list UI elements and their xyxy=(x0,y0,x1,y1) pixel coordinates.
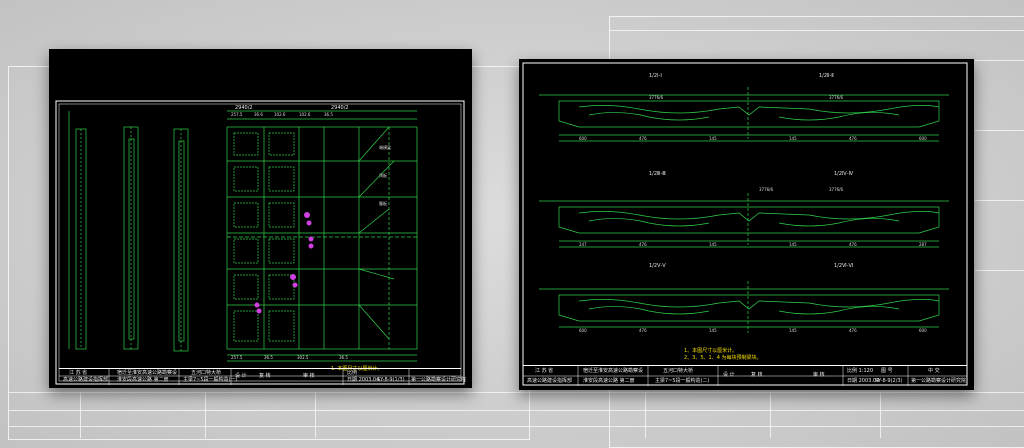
left-tb-scale: 比例 xyxy=(347,370,358,376)
svg-text:600: 600 xyxy=(579,136,587,141)
right-sheet-drawing: 600 476 145 145 476 600 247 476 145 145 476 287 60… xyxy=(522,62,968,386)
svg-text:476: 476 xyxy=(849,136,857,141)
top-dim-right: 2940/2 xyxy=(331,105,349,111)
left-tb-date: 日期 2003.04 xyxy=(347,377,380,383)
svg-text:145: 145 xyxy=(709,242,717,247)
svg-text:3776/6: 3776/6 xyxy=(649,95,664,100)
svg-text:36.5: 36.5 xyxy=(324,112,333,117)
left-tb-number: SY-8-9(1/3) xyxy=(377,377,405,383)
svg-text:36.5: 36.5 xyxy=(339,355,348,360)
section-title-3: 1/2Ⅲ-Ⅲ xyxy=(649,171,666,177)
section-title-6: 1/2Ⅵ-Ⅵ xyxy=(834,263,854,269)
svg-text:3776/6: 3776/6 xyxy=(829,187,844,192)
svg-text:腹板: 腹板 xyxy=(379,200,387,206)
drawing-sheet-left[interactable]: 257.5 36.6 102.6 102.6 36.5 257.5 36.5 302.5 36… xyxy=(49,49,472,388)
svg-text:476: 476 xyxy=(639,242,647,247)
svg-text:端横梁: 端横梁 xyxy=(379,144,391,150)
svg-text:257.5: 257.5 xyxy=(231,355,243,360)
left-note: 1. 本图尺寸以厘米计。 xyxy=(331,366,383,372)
right-tb-drawing: 主梁7~5段一般构造(二) xyxy=(655,378,710,384)
svg-text:476: 476 xyxy=(849,328,857,333)
left-sheet-drawing: 257.5 36.6 102.6 102.6 36.5 257.5 36.5 302.5 36… xyxy=(55,100,465,385)
svg-text:600: 600 xyxy=(919,328,927,333)
svg-text:145: 145 xyxy=(789,242,797,247)
svg-text:145: 145 xyxy=(709,136,717,141)
right-tb-designed: 设 计 xyxy=(723,372,735,378)
svg-text:476: 476 xyxy=(639,136,647,141)
section-title-1: 1/2Ⅰ-Ⅰ xyxy=(649,73,662,79)
right-tb-scale: 比例 1:120 xyxy=(847,368,873,374)
top-dim-left: 2940/2 xyxy=(235,105,253,111)
svg-text:476: 476 xyxy=(849,242,857,247)
svg-text:287: 287 xyxy=(919,242,927,247)
svg-text:145: 145 xyxy=(789,328,797,333)
section-title-4: 1/2Ⅳ-Ⅳ xyxy=(834,171,854,177)
right-tb-org-b: 高速公路建设指挥部 xyxy=(527,378,573,384)
right-tb-checked: 复 核 xyxy=(751,372,763,378)
svg-text:600: 600 xyxy=(579,328,587,333)
svg-text:顶板: 顶板 xyxy=(379,172,387,178)
right-tb-date: 日期 2003.04 xyxy=(847,378,880,384)
right-tb-institute-a: 中 交 xyxy=(928,368,940,374)
right-note-2: 2、3、5、1、4 为每块预制梁块。 xyxy=(684,355,762,361)
left-tb-institute: 第一公路勘察设计研究院 xyxy=(411,377,467,383)
section-title-5: 1/2Ⅴ-Ⅴ xyxy=(649,263,666,269)
svg-text:145: 145 xyxy=(709,328,717,333)
right-tb-number-label: 图 号 xyxy=(881,368,893,374)
svg-text:257.5: 257.5 xyxy=(231,112,243,117)
svg-text:36.6: 36.6 xyxy=(254,112,263,117)
left-tb-project-b: 淮安段高速公路 第二册 xyxy=(117,377,169,383)
right-tb-institute-b: 第一公路勘察设计研究院 xyxy=(911,378,967,384)
svg-text:102.6: 102.6 xyxy=(299,112,311,117)
left-tb-bridge: 五河口特大桥 xyxy=(191,370,222,376)
left-title-block: 江 苏 省 高速公路建设指挥部 宿迁至淮安高速公路勘察设 淮安段高速公路 第二册… xyxy=(59,368,466,385)
left-tb-org-a: 江 苏 省 xyxy=(69,370,88,376)
right-tb-project-a: 宿迁至淮安高速公路勘察设 xyxy=(583,368,644,374)
right-title-block: 江 苏 省 高速公路建设指挥部 宿迁至淮安高速公路勘察设 淮安段高速公路 第二册… xyxy=(523,365,967,386)
right-tb-reviewed: 审 核 xyxy=(813,372,825,378)
svg-text:36.5: 36.5 xyxy=(264,355,273,360)
right-tb-bridge: 五河口特大桥 xyxy=(663,368,694,374)
svg-text:102.6: 102.6 xyxy=(274,112,286,117)
left-tb-drawing: 主梁7~5段一般构造(一) xyxy=(183,377,238,383)
svg-text:302.5: 302.5 xyxy=(297,355,309,360)
svg-text:3776/6: 3776/6 xyxy=(759,187,774,192)
right-tb-project-b: 淮安段高速公路 第二册 xyxy=(583,378,635,384)
right-note-1: 1、本图尺寸以厘米计。 xyxy=(684,348,738,354)
svg-text:600: 600 xyxy=(919,136,927,141)
left-tb-org-b: 高速公路建设指挥部 xyxy=(63,377,109,383)
right-tb-org-a: 江 苏 省 xyxy=(535,368,554,374)
drawing-sheet-right[interactable]: 600 476 145 145 476 600 247 476 145 145 476 287 60… xyxy=(519,59,974,390)
svg-text:476: 476 xyxy=(639,328,647,333)
left-tb-project-a: 宿迁至淮安高速公路勘察设 xyxy=(117,370,178,376)
svg-text:3776/6: 3776/6 xyxy=(829,95,844,100)
svg-text:145: 145 xyxy=(789,136,797,141)
right-tb-number: SY-8-9(2/3) xyxy=(875,378,903,384)
svg-text:247: 247 xyxy=(579,242,587,247)
section-title-2: 1/2Ⅱ-Ⅱ xyxy=(819,73,834,79)
